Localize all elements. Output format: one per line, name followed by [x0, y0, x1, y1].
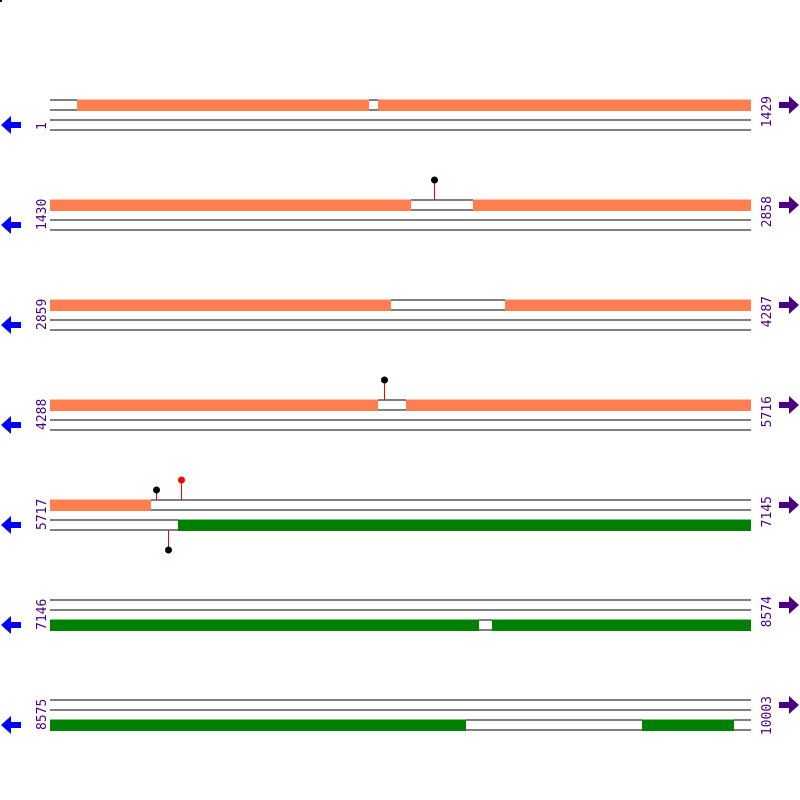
arrow-left-icon[interactable] [1, 716, 21, 734]
sequence-row: 5717 7145 [1, 476, 799, 554]
sequence-row: 1 1429 [1, 96, 799, 134]
sequence-row: 2859 4287 [1, 296, 799, 334]
arrow-right-icon[interactable] [779, 496, 799, 514]
end-position-label: 5716 [760, 396, 775, 427]
start-position-label: 7146 [35, 599, 50, 630]
sequence-row: 1430 2858 [1, 176, 799, 234]
start-position-label: 4288 [35, 399, 50, 430]
end-position-label: 2858 [760, 196, 775, 227]
variant-marker[interactable] [178, 476, 185, 484]
start-position-label: 2859 [35, 299, 50, 330]
end-position-label: 10003 [760, 696, 775, 735]
arrow-right-icon[interactable] [779, 596, 799, 614]
arrow-left-icon[interactable] [1, 116, 21, 134]
end-position-label: 7145 [760, 496, 775, 527]
start-position-label: 1 [35, 122, 50, 130]
arrow-right-icon[interactable] [779, 396, 799, 414]
arrow-left-icon[interactable] [1, 316, 21, 334]
arrow-left-icon[interactable] [1, 516, 21, 534]
corner-dot [0, 0, 2, 2]
start-position-label: 1430 [35, 199, 50, 230]
end-position-label: 8574 [760, 596, 775, 627]
arrow-left-icon[interactable] [1, 416, 21, 434]
arrow-right-icon[interactable] [779, 696, 799, 714]
arrow-right-icon[interactable] [779, 96, 799, 114]
arrow-left-icon[interactable] [1, 616, 21, 634]
sequence-row: 8575 10003 [1, 696, 799, 735]
variant-marker[interactable] [431, 176, 438, 184]
variant-marker[interactable] [153, 486, 160, 494]
arrow-left-icon[interactable] [1, 216, 21, 234]
start-position-label: 5717 [35, 499, 50, 530]
end-position-label: 1429 [760, 96, 775, 127]
arrow-right-icon[interactable] [779, 296, 799, 314]
arrow-right-icon[interactable] [779, 196, 799, 214]
sequence-row: 7146 8574 [1, 596, 799, 634]
end-position-label: 4287 [760, 296, 775, 327]
start-position-label: 8575 [35, 699, 50, 730]
sequence-row: 4288 5716 [1, 376, 799, 434]
variant-marker[interactable] [165, 546, 172, 554]
variant-marker[interactable] [381, 376, 388, 384]
